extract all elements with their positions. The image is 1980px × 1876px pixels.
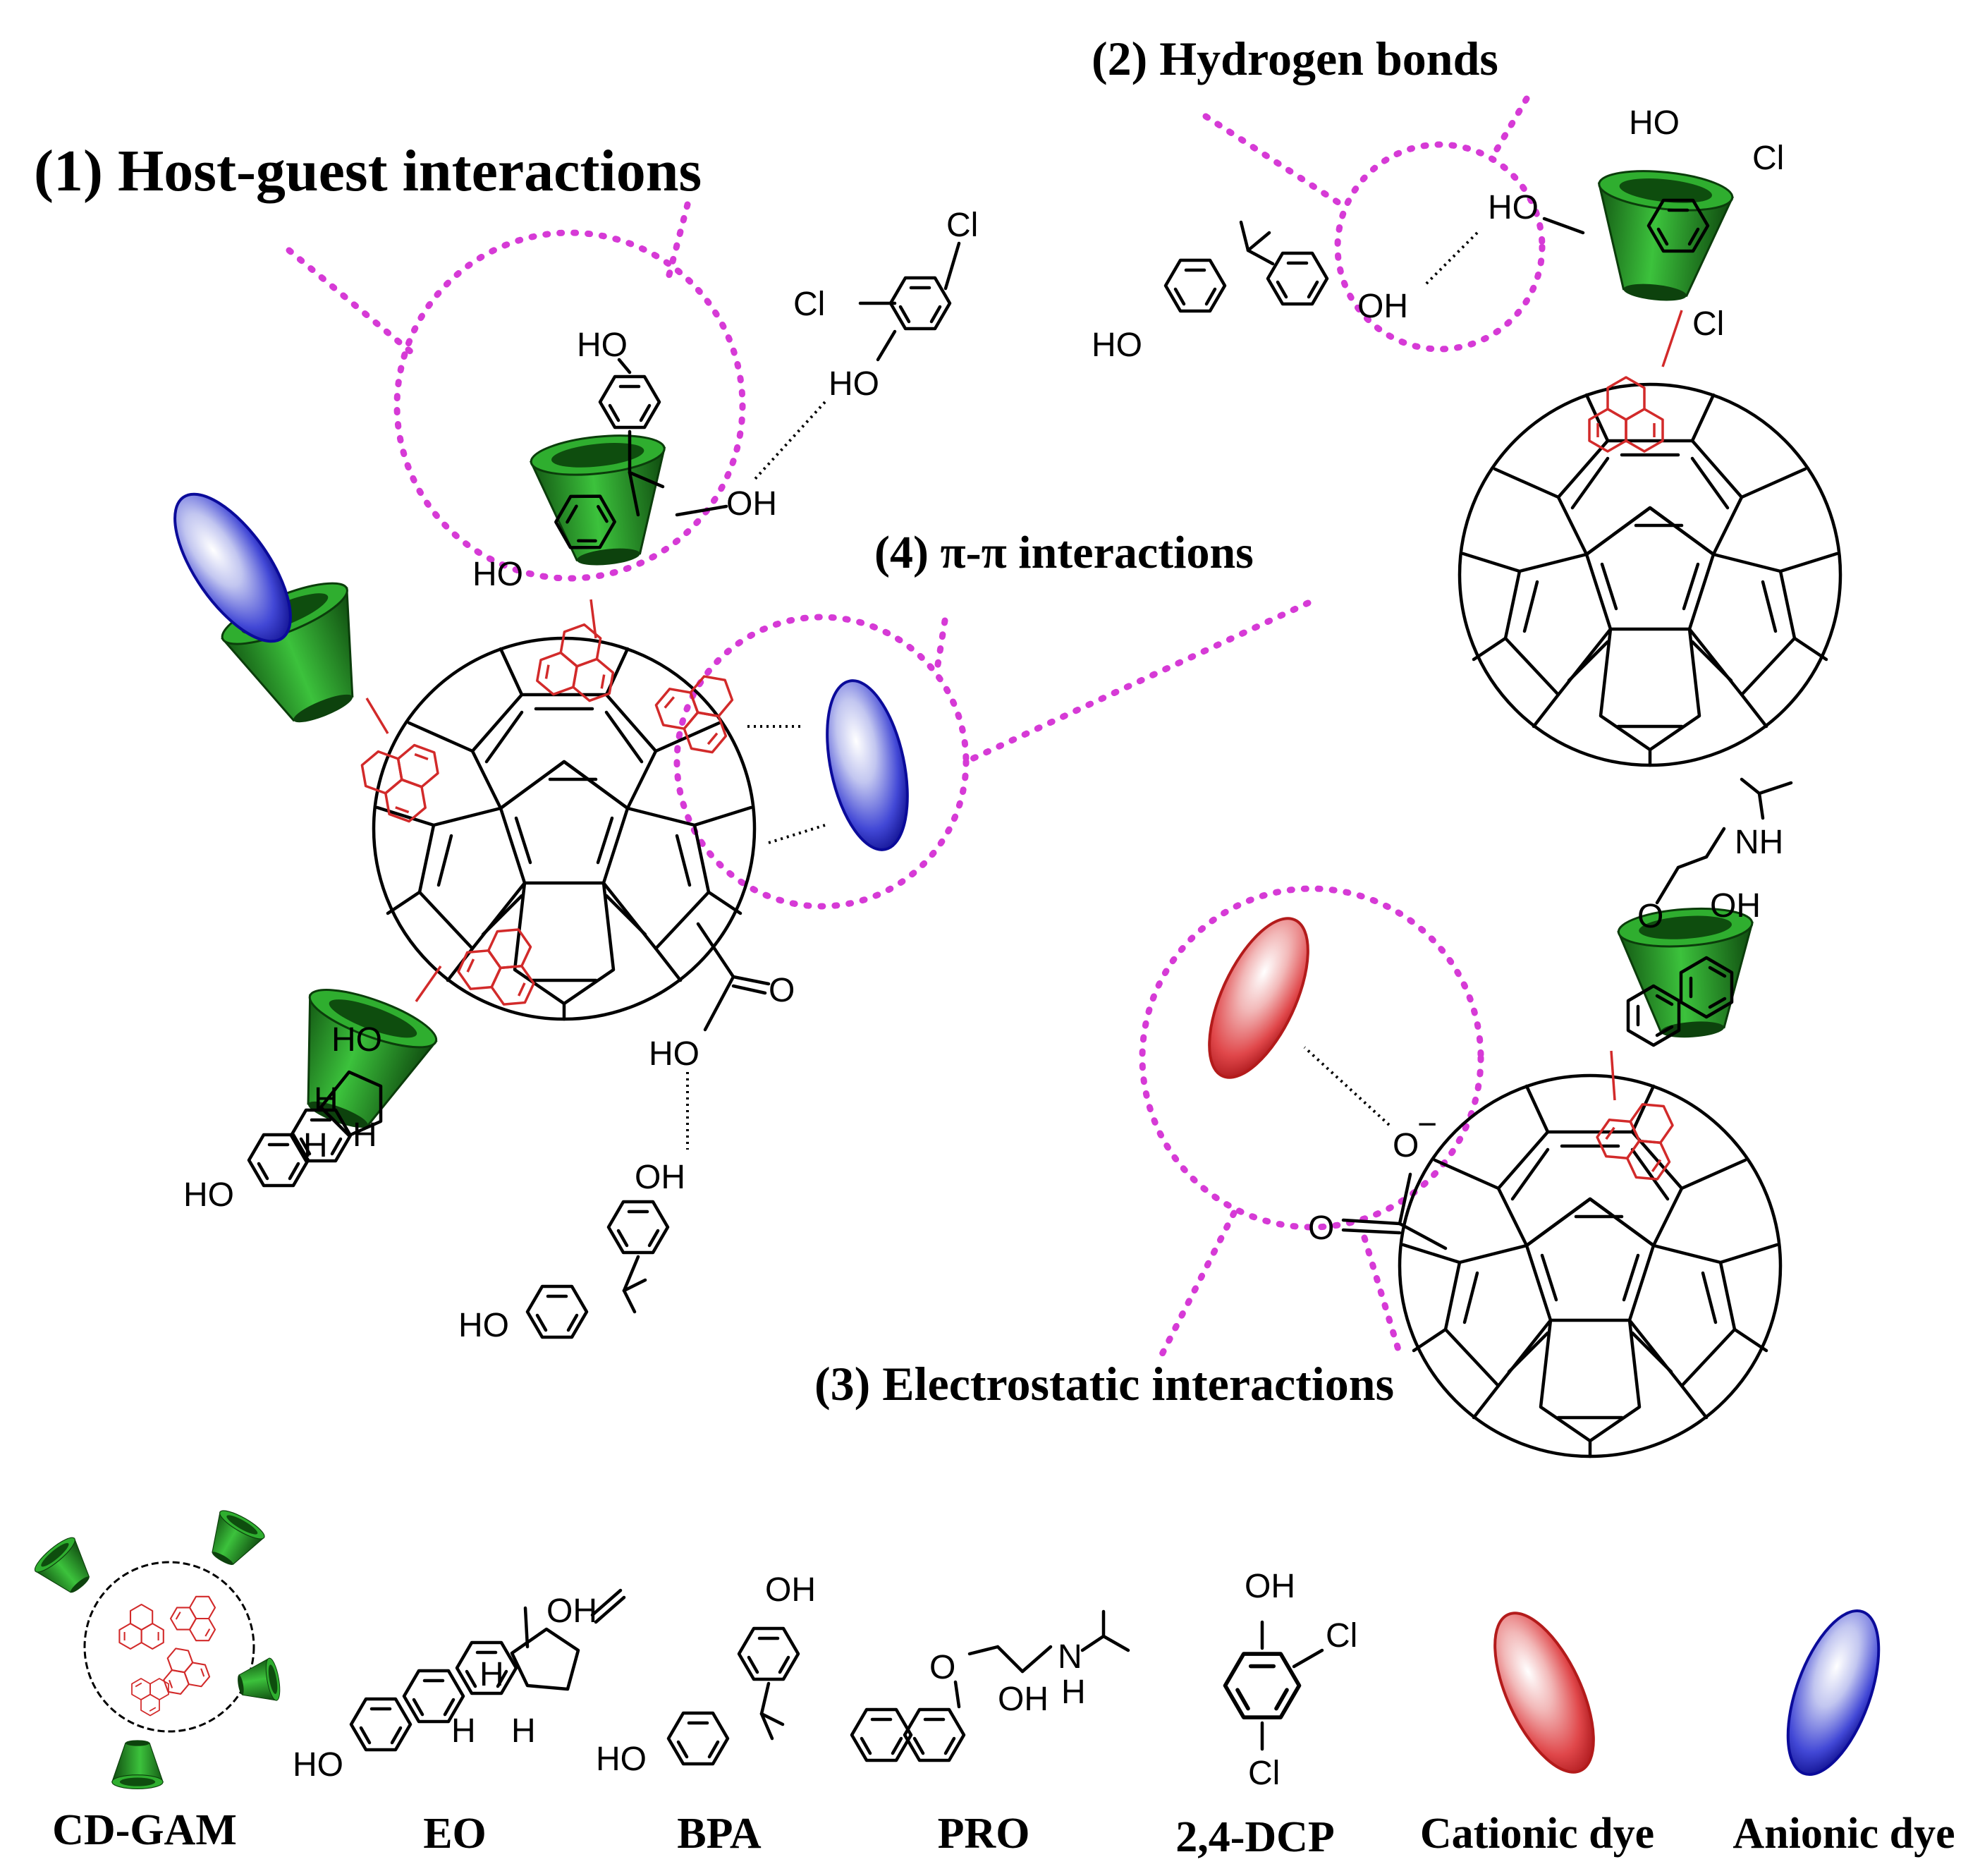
dcp-in-cone: HO Cl Cl HO [1488, 104, 1784, 343]
legend-eo-h3: H [511, 1712, 536, 1750]
atom-cl-dcp-cone-2: Cl [1692, 305, 1724, 343]
legend-cd-gam-icon [30, 1505, 283, 1790]
legend-label-bpa: BPA [677, 1810, 762, 1858]
fullerene-top-right [1460, 376, 1840, 765]
legend-cationic-dye-icon [1473, 1597, 1615, 1788]
atom-ho-bpa-bottom: HO [458, 1307, 509, 1344]
legend-label-dcp: 2,4-DCP [1175, 1813, 1335, 1861]
legend-eo-ho: HO [293, 1746, 343, 1784]
atom-ho-eo: HO [183, 1176, 234, 1214]
legend-eo-oh: OH [546, 1592, 597, 1630]
pro-guest: O OH NH [1628, 777, 1793, 1045]
atom-ho-carboxyl: HO [649, 1035, 699, 1073]
atom-ho-left: HO [472, 556, 523, 593]
atom-ho-top: HO [577, 327, 628, 364]
anionic-dye-pi [812, 671, 923, 859]
legend-dcp-oh: OH [1245, 1568, 1295, 1605]
atom-oh-hb: OH [1357, 288, 1408, 325]
bpa-host-guest: HO HO OH [472, 327, 777, 593]
atom-cl-top: Cl [946, 207, 978, 244]
atom-cl-left: Cl [793, 286, 825, 323]
legend-label-eo: EO [423, 1810, 487, 1858]
legend-pro-n: N [1058, 1638, 1082, 1676]
atom-ho-dcp-cone: HO [1629, 104, 1680, 142]
title-electrostatic: (3) Electrostatic interactions [814, 1357, 1394, 1411]
atom-o-carboxyl: O [769, 972, 795, 1009]
legend-bpa-oh: OH [765, 1571, 816, 1609]
legend-label-cationic-dye: Cationic dye [1420, 1810, 1654, 1858]
dotted-highlights [286, 95, 1546, 1358]
legend-dcp-cl-2: Cl [1248, 1755, 1280, 1792]
atom-oh-pro: OH [1710, 887, 1761, 925]
atom-cl-dcp-cone-1: Cl [1752, 140, 1784, 177]
legend-label-pro: PRO [938, 1810, 1030, 1858]
eo-guest: HO H H H HO [183, 1021, 383, 1214]
atom-h-eo-1: H [314, 1081, 338, 1119]
atom-o-pro: O [1637, 898, 1663, 935]
atom-h-eo-2: H [303, 1127, 328, 1164]
atom-o-minus: O [1393, 1127, 1419, 1164]
title-host-guest: (1) Host-guest interactions [34, 138, 702, 204]
legend-dcp-cl-1: Cl [1326, 1617, 1357, 1655]
atom-nh-pro: NH [1735, 824, 1783, 861]
atom-h-eo-3: H [353, 1116, 377, 1154]
legend: HO OH H H H OH HO O OH [30, 1505, 1955, 1861]
legend-eo-structure: HO OH H H H [293, 1588, 626, 1784]
legend-pro-o: O [929, 1649, 955, 1686]
atom-ho-eo-2: HO [331, 1021, 382, 1059]
legend-eo-h1: H [479, 1656, 504, 1693]
main-fullerene [348, 616, 754, 1019]
legend-label-cd-gam: CD-GAM [52, 1806, 237, 1854]
fullerene-bottom-right [1400, 1076, 1780, 1456]
carboxyl-bpa: O HO OH HO [458, 922, 795, 1344]
legend-anionic-dye-icon [1768, 1597, 1899, 1788]
title-pi-pi: (4) π-π interactions [874, 527, 1254, 578]
cationic-dye [1187, 903, 1330, 1093]
legend-eo-h2: H [451, 1712, 476, 1750]
legend-bpa-ho: HO [596, 1741, 647, 1778]
atom-o-carboxylate: O [1308, 1210, 1334, 1247]
legend-pro-h: H [1061, 1674, 1086, 1711]
title-hydrogen-bonds: (2) Hydrogen bonds [1092, 32, 1498, 85]
atom-ho-dcp: HO [829, 365, 879, 403]
atom-ho-hb-left: HO [1092, 327, 1142, 364]
atom-ho-hb: HO [1488, 189, 1539, 226]
atom-minus: − [1417, 1106, 1437, 1143]
legend-pro-oh: OH [998, 1681, 1049, 1718]
legend-pro-structure: O OH N H [852, 1609, 1130, 1760]
atom-oh-bpa: OH [726, 485, 777, 523]
bpa-hbond: OH HO [1092, 220, 1479, 364]
legend-label-anionic-dye: Anionic dye [1733, 1810, 1955, 1858]
legend-bpa-structure: OH HO [596, 1571, 816, 1778]
carboxylate: O O − [1303, 1046, 1448, 1250]
legend-dcp-structure: OH Cl Cl [1226, 1568, 1357, 1792]
dcp-top: Cl Cl HO [753, 207, 978, 481]
atom-oh-bpa-bottom: OH [635, 1159, 685, 1196]
